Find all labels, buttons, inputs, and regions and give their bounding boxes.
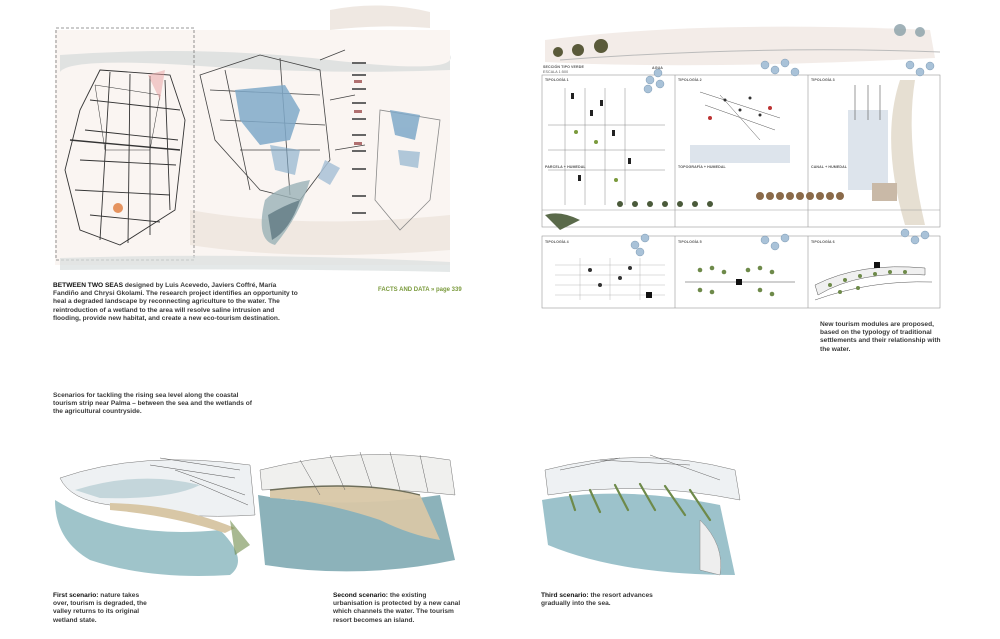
scenario-2-text: the existing urbanisation is protected b… xyxy=(333,592,461,624)
typology-label-2: TIPOLOGÍA 2 xyxy=(678,78,702,82)
scenario-1-illustration xyxy=(55,457,256,576)
intro-text: designed by Luis Acevedo, Javiers Coffré… xyxy=(53,282,298,322)
scenario-2-caption: Second scenario: the existing urbanisati… xyxy=(333,592,463,625)
panel-header-sub: ESCALA 1:500 xyxy=(543,70,569,74)
scenario-2-title: Second scenario: xyxy=(333,592,388,599)
scenario-1-caption: First scenario: nature takes over, touri… xyxy=(53,592,153,625)
scenario-3-illustration xyxy=(542,454,741,576)
scenario-1-text: nature takes over, tourism is degraded, … xyxy=(53,592,147,624)
typology-label-3: TIPOLOGÍA 3 xyxy=(811,78,835,82)
typology-label-6: TIPOLOGÍA 6 xyxy=(811,240,835,244)
section-label-2: TOPOGRAFÍA + HUMEDAL xyxy=(678,165,726,169)
typology-label-1: TIPOLOGÍA 1 xyxy=(545,78,569,82)
panel-header: SECCIÓN TIPO VERDE xyxy=(543,65,584,69)
typology-label-4: TIPOLOGÍA 4 xyxy=(545,240,569,244)
scenario-3-text: the resort advances gradually into the s… xyxy=(541,592,653,608)
facts-link[interactable]: FACTS AND DATA » page 339 xyxy=(378,287,462,293)
section-label-3: CANAL + HUMEDAL xyxy=(811,165,848,169)
intro-title: BETWEEN TWO SEAS xyxy=(53,282,123,289)
scenario-3-title: Third scenario: xyxy=(541,592,589,599)
tourism-caption: New tourism modules are proposed, based … xyxy=(820,321,941,353)
section-label-1: PARCELA + HUMEDAL xyxy=(545,165,586,169)
scenarios-intro: Scenarios for tackling the rising sea le… xyxy=(53,392,252,416)
typology-label-5: TIPOLOGÍA 5 xyxy=(678,240,702,244)
scenario-1-title: First scenario: xyxy=(53,592,99,599)
scenario-2-illustration xyxy=(258,451,456,572)
scenario-3-caption: Third scenario: the resort advances grad… xyxy=(541,592,666,608)
intro-caption: BETWEEN TWO SEAS designed by Luis Aceved… xyxy=(53,282,303,323)
bubble-tag: AGUA xyxy=(652,66,663,70)
